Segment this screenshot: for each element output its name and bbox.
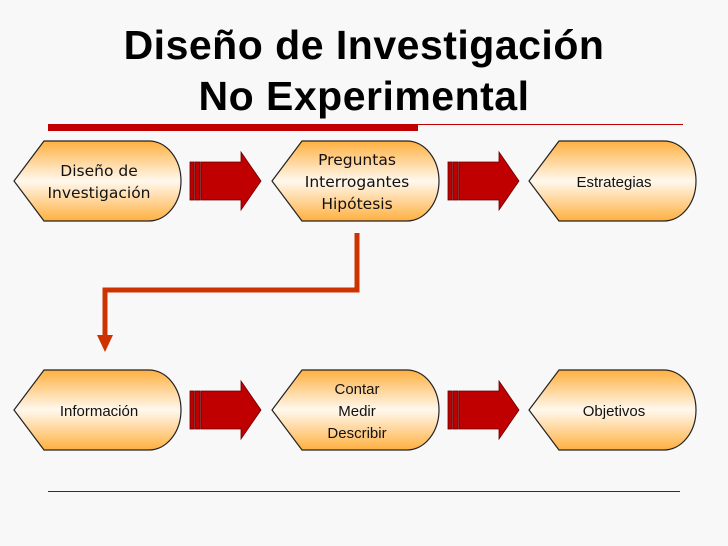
connector-line	[102, 233, 360, 336]
node-shape	[13, 369, 182, 451]
flow-arrow-icon	[447, 150, 520, 212]
connector-arrowhead	[97, 335, 113, 352]
flow-arrow-icon	[189, 379, 262, 441]
flow-arrow-icon	[447, 379, 520, 441]
node-label: Medir	[338, 403, 376, 420]
node-label: Objetivos	[583, 403, 646, 420]
node-shape	[271, 369, 440, 451]
node-shape	[271, 140, 440, 222]
node-label: Hipótesis	[321, 195, 392, 213]
title-line-1: Diseño de Investigación	[123, 22, 605, 68]
title-line-2: No Experimental	[198, 73, 530, 119]
node-label: Estrategias	[576, 174, 651, 191]
node-shape	[528, 140, 697, 222]
node-label: Investigación	[47, 184, 150, 202]
node-label: Describir	[327, 425, 386, 442]
flow-node: Diseño de Investigación	[13, 140, 182, 222]
flow-node: Estrategias	[528, 140, 697, 222]
node-label: Información	[60, 403, 138, 420]
node-label: Diseño de	[60, 162, 137, 180]
node-label: Interrogantes	[305, 173, 409, 191]
node-label: Preguntas	[318, 151, 396, 169]
flow-arrow-icon	[189, 150, 262, 212]
node-shape	[528, 369, 697, 451]
flow-node: Objetivos	[528, 369, 697, 451]
title-underline-thick	[48, 124, 418, 131]
node-label: Contar	[334, 381, 379, 398]
flow-node: Información	[13, 369, 182, 451]
node-shape	[13, 140, 182, 222]
